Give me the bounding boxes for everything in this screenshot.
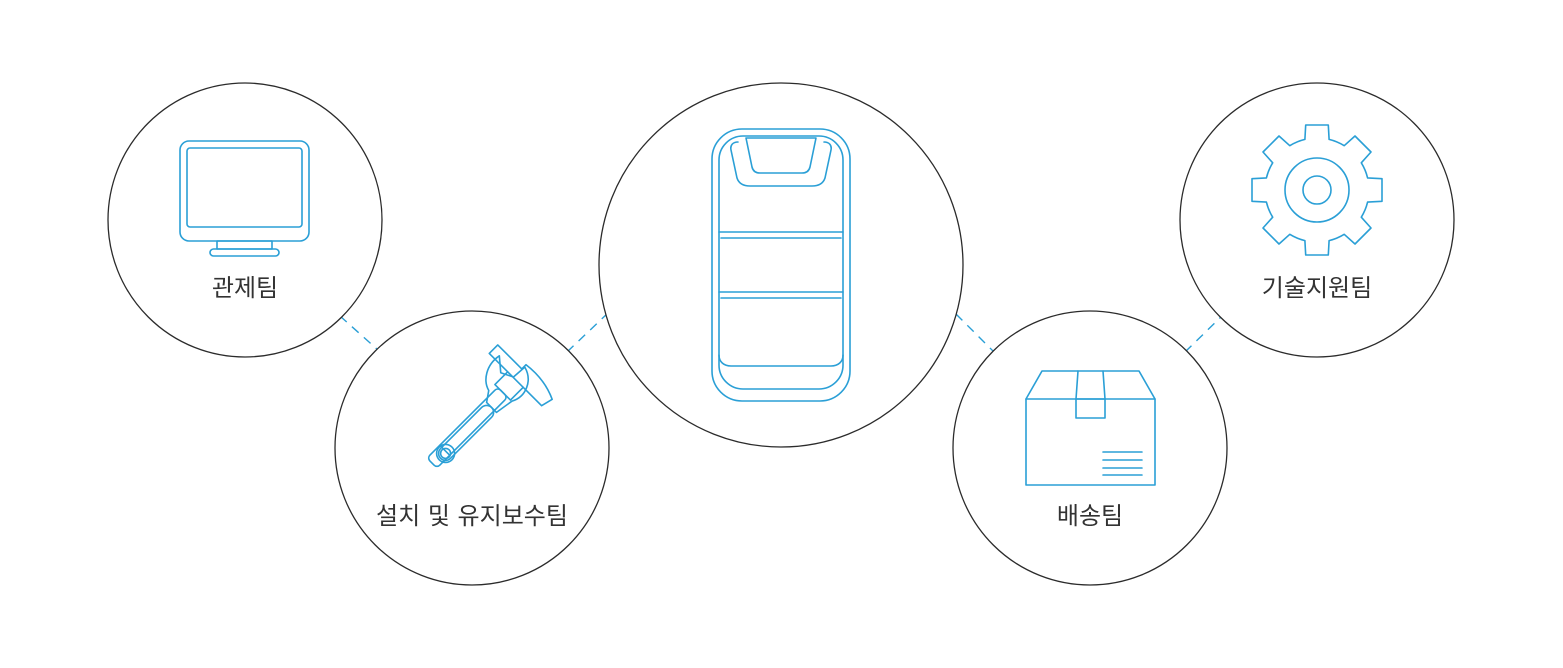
label-control: 관제팀: [212, 274, 278, 302]
circle-control: [107, 82, 383, 358]
node-install-team: 설치 및 유지보수팀: [334, 310, 610, 586]
circle-install: [334, 310, 610, 586]
connector-install-robot: [566, 312, 609, 353]
box-icon: [1025, 370, 1156, 486]
circle-delivery: [952, 310, 1228, 586]
label-install: 설치 및 유지보수팀: [376, 502, 568, 530]
robot-icon: [711, 128, 851, 402]
monitor-icon: [179, 140, 310, 257]
circle-tech: [1179, 82, 1455, 358]
connector-control-install: [339, 315, 379, 351]
label-tech: 기술지원팀: [1262, 274, 1372, 302]
circle-robot: [598, 82, 964, 448]
node-delivery-team: 배송팀: [952, 310, 1228, 586]
gear-icon: [1251, 124, 1383, 256]
label-delivery: 배송팀: [1057, 502, 1123, 530]
tools-icon: [427, 344, 553, 468]
node-control-team: 관제팀: [107, 82, 383, 358]
node-robot: [598, 82, 964, 448]
node-tech-team: 기술지원팀: [1179, 82, 1455, 358]
connector-robot-delivery: [955, 313, 995, 353]
connector-delivery-tech: [1184, 315, 1223, 353]
